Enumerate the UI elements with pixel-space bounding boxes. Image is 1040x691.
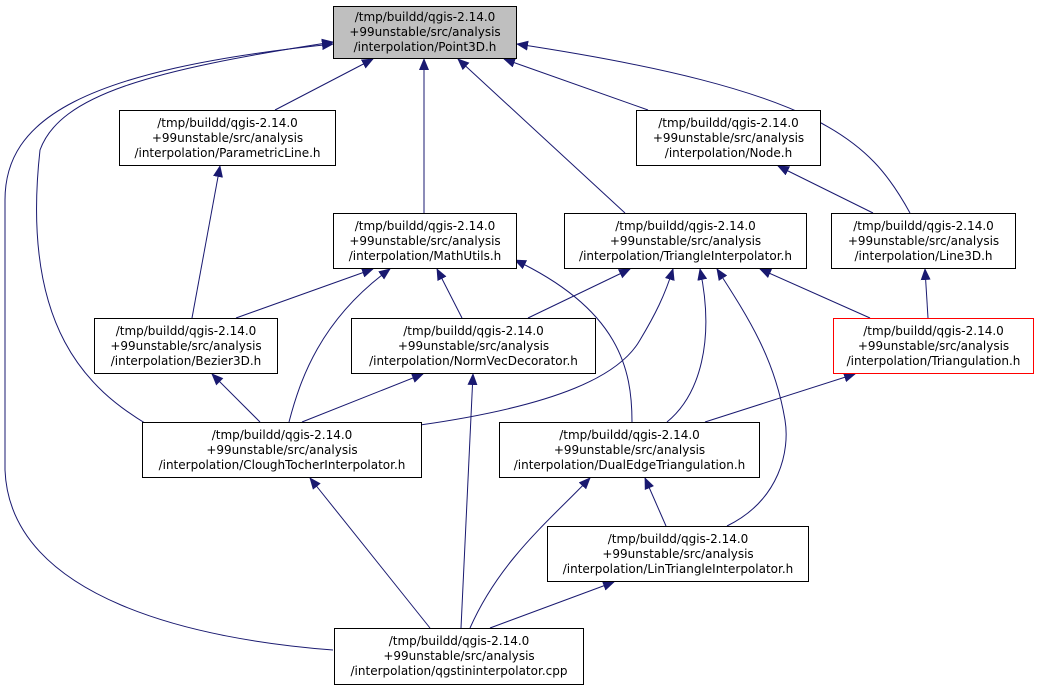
node-parametricline-line-1: /tmp/buildd/qgis-2.14.0 bbox=[157, 115, 298, 130]
edge-clough-to-normvec bbox=[301, 373, 424, 423]
edge-normvec-to-mathutils bbox=[436, 268, 463, 319]
node-line3d[interactable]: /tmp/buildd/qgis-2.14.0 +99unstable/src/… bbox=[831, 213, 1016, 269]
node-cloughtocherinterpolator-line-3: /interpolation/CloughTocherInterpolator.… bbox=[158, 457, 406, 472]
edge-dualedge-to-mathutils bbox=[514, 259, 633, 423]
node-point3d-line-2: +99unstable/src/analysis bbox=[349, 25, 501, 39]
node-line3d-line-1: /tmp/buildd/qgis-2.14.0 bbox=[853, 218, 994, 233]
node-triangleinterpolator-line-2: +99unstable/src/analysis bbox=[609, 233, 762, 248]
edge-node-to-point3d bbox=[503, 57, 649, 111]
node-node-line-2: +99unstable/src/analysis bbox=[652, 130, 805, 145]
node-point3d-line-1: /tmp/buildd/qgis-2.14.0 bbox=[354, 10, 496, 24]
edge-lintri-to-triinterp bbox=[716, 268, 787, 527]
node-normvecdecorator[interactable]: /tmp/buildd/qgis-2.14.0 +99unstable/src/… bbox=[351, 318, 596, 374]
edge-triang-to-line3d bbox=[920, 268, 931, 319]
edge-clough-to-bezier3d bbox=[211, 373, 261, 423]
node-triangulation-line-2: +99unstable/src/analysis bbox=[857, 338, 1010, 353]
node-qgstininterpolator-line-3: /interpolation/qgstininterpolator.cpp bbox=[350, 664, 568, 678]
node-normvecdecorator-line-2: +99unstable/src/analysis bbox=[397, 338, 550, 353]
node-bezier3d-line-3: /interpolation/Bezier3D.h bbox=[110, 353, 262, 368]
edge-clough-to-triinterp bbox=[419, 268, 675, 426]
edge-triinterp-to-point3d bbox=[457, 58, 626, 214]
node-lintriangleinterpolator[interactable]: /tmp/buildd/qgis-2.14.0 +99unstable/src/… bbox=[547, 526, 809, 582]
node-dualedgetriangulation-line-1: /tmp/buildd/qgis-2.14.0 bbox=[559, 427, 700, 442]
node-triangulation-line-3: /interpolation/Triangulation.h bbox=[846, 353, 1021, 368]
node-dualedgetriangulation-line-2: +99unstable/src/analysis bbox=[553, 442, 706, 457]
edge-normvec-to-triinterp bbox=[527, 268, 631, 319]
node-mathutils-line-1: /tmp/buildd/qgis-2.14.0 bbox=[354, 218, 496, 233]
node-qgstininterpolator-line-1: /tmp/buildd/qgis-2.14.0 bbox=[388, 634, 530, 648]
node-triangulation-line-1: /tmp/buildd/qgis-2.14.0 bbox=[863, 323, 1004, 338]
edge-dualedge-to-triang bbox=[704, 372, 856, 423]
node-dualedgetriangulation[interactable]: /tmp/buildd/qgis-2.14.0 +99unstable/src/… bbox=[499, 422, 760, 478]
node-point3d-line-3: /interpolation/Point3D.h bbox=[353, 40, 497, 54]
node-parametricline[interactable]: /tmp/buildd/qgis-2.14.0 +99unstable/src/… bbox=[119, 110, 336, 166]
edge-bezier3d-to-mathutils bbox=[235, 267, 374, 319]
node-mathutils[interactable]: /tmp/buildd/qgis-2.14.0 +99unstable/src/… bbox=[333, 213, 517, 269]
node-triangleinterpolator-line-1: /tmp/buildd/qgis-2.14.0 bbox=[615, 218, 756, 233]
node-cloughtocherinterpolator[interactable]: /tmp/buildd/qgis-2.14.0 +99unstable/src/… bbox=[142, 422, 422, 478]
node-node[interactable]: /tmp/buildd/qgis-2.14.0 +99unstable/src/… bbox=[636, 110, 821, 166]
edge-triang-to-triinterp bbox=[759, 268, 871, 319]
node-node-line-3: /interpolation/Node.h bbox=[664, 145, 793, 160]
node-bezier3d[interactable]: /tmp/buildd/qgis-2.14.0 +99unstable/src/… bbox=[94, 318, 278, 374]
node-normvecdecorator-line-3: /interpolation/NormVecDecorator.h bbox=[369, 353, 578, 368]
edge-qgstin-to-normvec bbox=[460, 373, 478, 629]
node-bezier3d-line-1: /tmp/buildd/qgis-2.14.0 bbox=[115, 323, 257, 338]
edge-bezier3d-to-paramline bbox=[191, 165, 223, 319]
edge-qgstin-to-point3d bbox=[4, 40, 334, 651]
edge-line3d-to-node bbox=[777, 165, 874, 214]
node-triangulation[interactable]: /tmp/buildd/qgis-2.14.0 +99unstable/src/… bbox=[833, 318, 1034, 374]
node-cloughtocherinterpolator-line-2: +99unstable/src/analysis bbox=[206, 442, 358, 457]
node-mathutils-line-2: +99unstable/src/analysis bbox=[349, 233, 501, 248]
node-parametricline-line-2: +99unstable/src/analysis bbox=[151, 130, 304, 145]
edge-qgstin-to-dualedge bbox=[469, 477, 591, 629]
node-dualedgetriangulation-line-3: /interpolation/DualEdgeTriangulation.h bbox=[513, 457, 746, 472]
edge-qgstin-to-lintri bbox=[489, 581, 615, 629]
node-lintriangleinterpolator-line-3: /interpolation/LinTriangleInterpolator.h bbox=[562, 561, 794, 576]
node-mathutils-line-3: /interpolation/MathUtils.h bbox=[348, 248, 502, 263]
node-triangleinterpolator-line-3: /interpolation/TriangleInterpolator.h bbox=[579, 248, 792, 263]
edge-clough-to-point3d bbox=[36, 38, 334, 426]
node-qgstininterpolator-line-2: +99unstable/src/analysis bbox=[383, 649, 535, 663]
node-qgstininterpolator[interactable]: /tmp/buildd/qgis-2.14.0 +99unstable/src/… bbox=[334, 628, 584, 685]
node-node-line-1: /tmp/buildd/qgis-2.14.0 bbox=[658, 115, 799, 130]
edge-lintri-to-dualedge bbox=[644, 477, 667, 527]
edge-paramline-to-point3d bbox=[274, 58, 374, 111]
node-triangleinterpolator[interactable]: /tmp/buildd/qgis-2.14.0 +99unstable/src/… bbox=[564, 213, 807, 269]
node-parametricline-line-3: /interpolation/ParametricLine.h bbox=[134, 145, 321, 160]
edge-dualedge-to-triinterp bbox=[666, 268, 708, 423]
node-cloughtocherinterpolator-line-1: /tmp/buildd/qgis-2.14.0 bbox=[211, 427, 353, 442]
node-line3d-line-2: +99unstable/src/analysis bbox=[847, 233, 1000, 248]
node-lintriangleinterpolator-line-2: +99unstable/src/analysis bbox=[602, 546, 754, 561]
node-point3d[interactable]: /tmp/buildd/qgis-2.14.0 +99unstable/src/… bbox=[333, 6, 517, 59]
edge-qgstin-to-clough bbox=[309, 477, 431, 629]
node-normvecdecorator-line-1: /tmp/buildd/qgis-2.14.0 bbox=[403, 323, 544, 338]
edge-clough-to-mathutils bbox=[288, 268, 391, 423]
node-bezier3d-line-2: +99unstable/src/analysis bbox=[110, 338, 262, 353]
node-line3d-line-3: /interpolation/Line3D.h bbox=[854, 248, 993, 263]
node-lintriangleinterpolator-line-1: /tmp/buildd/qgis-2.14.0 bbox=[607, 531, 749, 546]
